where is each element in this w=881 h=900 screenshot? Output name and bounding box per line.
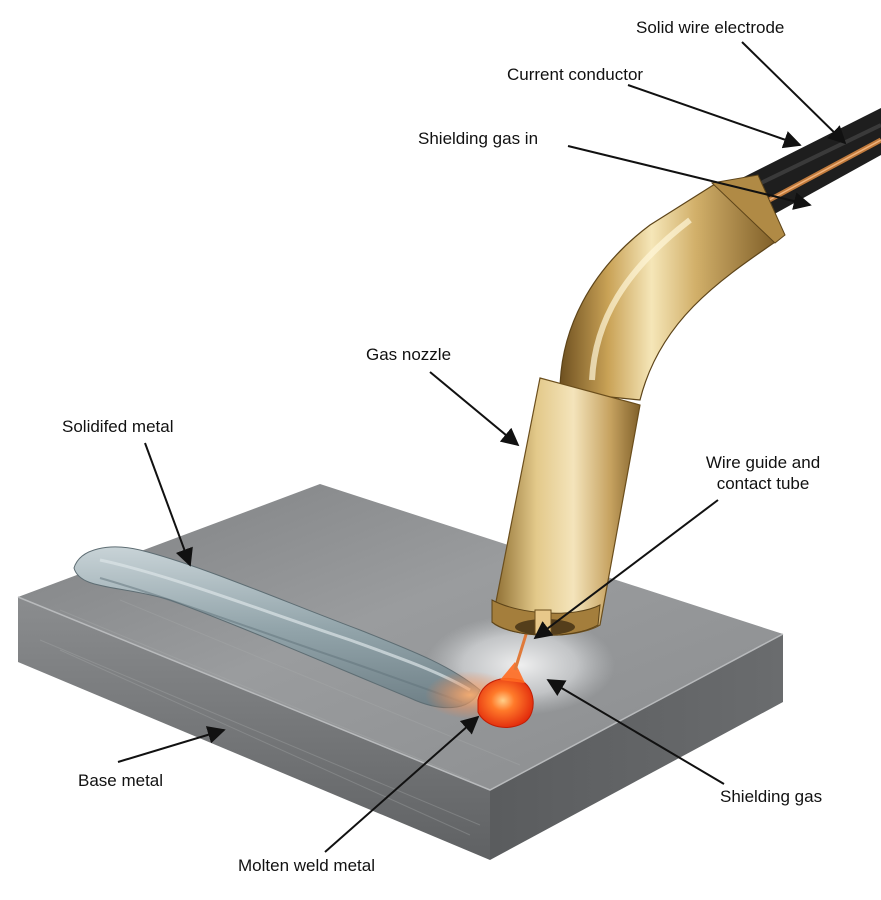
label-shielding-gas: Shielding gas (720, 787, 823, 806)
label-molten-weld-metal: Molten weld metal (238, 856, 376, 875)
leader-gas-nozzle (429, 371, 520, 447)
label-wire-guide-line1: Wire guide and (705, 453, 821, 472)
leader-lines (117, 41, 847, 853)
label-gas-nozzle: Gas nozzle (366, 345, 452, 364)
plate-side-face (490, 634, 783, 860)
leader-shielding-gas (546, 679, 725, 785)
label-solidified-metal: Solidifed metal (62, 417, 174, 436)
label-wire-guide: Wire guide and contact tube (683, 452, 843, 494)
plate-front-face (18, 597, 490, 860)
leader-current-conductor (627, 84, 802, 149)
electrode-wire (513, 627, 530, 671)
label-wire-guide-line2: contact tube (716, 474, 810, 493)
label-shielding-gas-in: Shielding gas in (418, 129, 539, 148)
leader-wire-guide (533, 499, 719, 640)
leader-shielding-gas-in (567, 145, 812, 210)
leader-molten-weld-metal (324, 715, 480, 853)
leader-solidified-metal (144, 442, 193, 567)
torch (491, 174, 786, 636)
base-metal-plate (17, 484, 784, 860)
molten-pool (477, 662, 534, 728)
leader-solid-wire-electrode (741, 41, 847, 145)
label-current-conductor: Current conductor (507, 65, 644, 84)
label-solid-wire-electrode: Solid wire electrode (636, 18, 785, 37)
label-base-metal: Base metal (78, 771, 164, 790)
plate-top-face (18, 484, 783, 790)
leader-base-metal (117, 726, 226, 763)
